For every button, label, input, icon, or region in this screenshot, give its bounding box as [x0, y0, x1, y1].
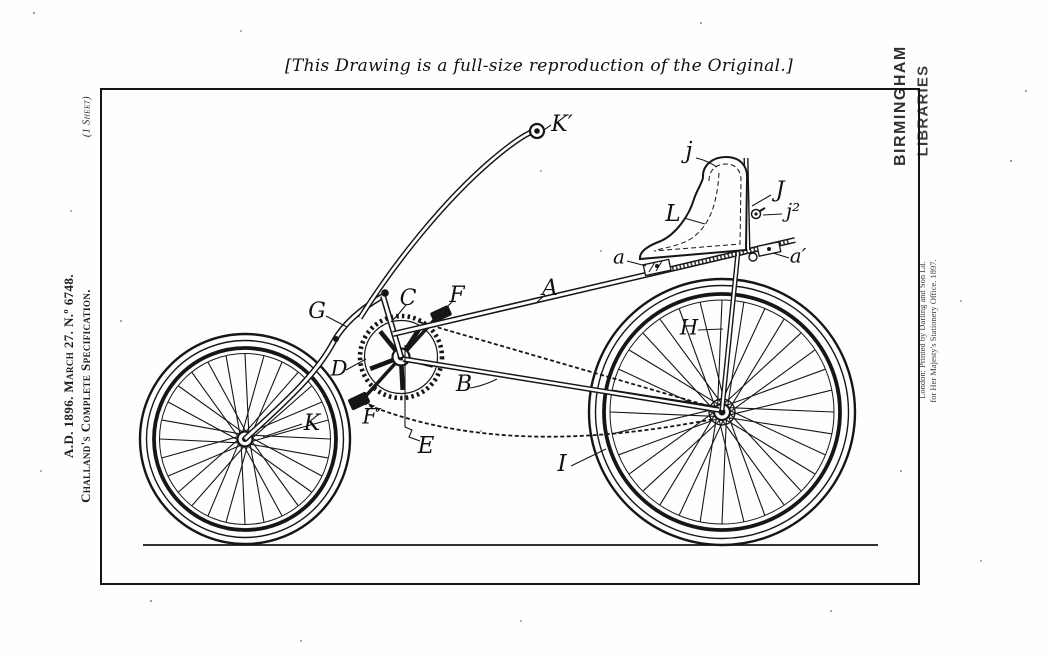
- driving-cords: [362, 321, 715, 438]
- pedal-f-lower: [348, 391, 370, 411]
- label-cap-j: J: [772, 178, 786, 203]
- seat-outline: [638, 155, 749, 261]
- upper-cord: [418, 321, 713, 408]
- clamp-a: [642, 258, 672, 277]
- label-i: I: [556, 451, 567, 477]
- label-j: j: [680, 138, 692, 164]
- lever-knob-center: [534, 128, 540, 134]
- label-a: a: [613, 245, 625, 269]
- label-c: C: [400, 286, 417, 311]
- label-b: B: [455, 372, 472, 397]
- label-d: D: [330, 357, 348, 381]
- saddle-seat: [638, 155, 749, 261]
- head-pivot-bolt: [381, 289, 389, 297]
- front-wheel-spokes: [159, 353, 331, 525]
- label-j2: j²: [782, 199, 800, 223]
- label-cap-a: A: [540, 276, 558, 301]
- sheet-caption: [This Drawing is a full-size reproductio…: [285, 56, 794, 76]
- front-wheel: [138, 332, 352, 546]
- seat-inner-line: [653, 163, 742, 252]
- label-a-prime: a′: [790, 244, 807, 268]
- seat-fittings: [642, 207, 782, 277]
- label-f-upper: F: [448, 283, 465, 308]
- frame-tubes: [242, 122, 796, 442]
- label-h: H: [679, 316, 699, 340]
- rear-wheel-spokes: [610, 300, 834, 524]
- rear-wheel: [587, 277, 857, 547]
- seat-cushion-dashes: [655, 172, 720, 251]
- rear-axle: [718, 408, 726, 416]
- wing-bolt-j2: [750, 207, 766, 220]
- leader-lines: [262, 124, 790, 467]
- label-e: E: [417, 433, 435, 459]
- label-k-prime: K′: [550, 112, 572, 137]
- label-g: G: [308, 299, 326, 324]
- fork-crown-bolt: [333, 336, 339, 342]
- label-f-prime: F′: [361, 405, 382, 429]
- pedal-f-upper: [430, 305, 452, 323]
- bracket-a-prime: [748, 241, 782, 262]
- chainwheel: [348, 305, 452, 411]
- steering-tube: [331, 293, 385, 343]
- lower-cord: [362, 402, 715, 438]
- seat-rail-ribbing: [649, 239, 791, 277]
- drawing-border-frame: [100, 88, 920, 585]
- label-l: L: [664, 201, 680, 227]
- label-k: K: [303, 411, 322, 436]
